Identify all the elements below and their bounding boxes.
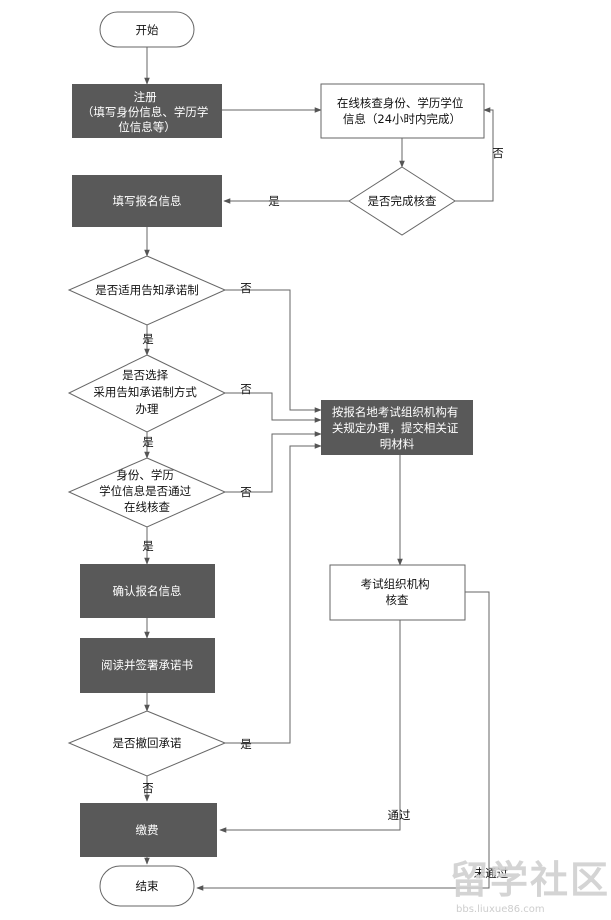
start-terminal bbox=[99, 11, 195, 48]
edge-label-applies-no: 否 bbox=[240, 281, 252, 295]
fill-info-label: 填写报名信息 bbox=[113, 194, 182, 208]
verify-passed-label: 身份、学历 学位信息是否通过 在线核查 bbox=[99, 468, 195, 514]
connectors bbox=[144, 47, 494, 891]
edge-label-choose-no: 否 bbox=[240, 382, 252, 396]
watermark: 留学社区 bbs.liuxue86.com bbox=[450, 858, 610, 915]
confirm-info-box bbox=[80, 564, 215, 618]
end-label: 结束 bbox=[136, 879, 159, 893]
org-review-box bbox=[329, 564, 466, 621]
handle-by-org-line-3: 明材料 bbox=[380, 437, 415, 451]
edge-withdraw-yes bbox=[225, 443, 322, 744]
applies-commitment-label: 是否适用告知承诺制 bbox=[95, 283, 199, 297]
handle-by-org-box bbox=[321, 400, 473, 455]
edge-label-passed-no: 否 bbox=[240, 485, 252, 499]
start-label: 开始 bbox=[136, 23, 159, 37]
edge-review-fail bbox=[196, 591, 490, 891]
verify-passed-line-2: 学位信息是否通过 bbox=[99, 484, 191, 498]
edge-label-review-pass: 通过 bbox=[388, 808, 411, 822]
register-line-3: 位信息等） bbox=[118, 120, 176, 134]
edge-passed-no bbox=[225, 431, 322, 493]
withdraw-label: 是否撤回承诺 bbox=[113, 736, 182, 750]
pay-box bbox=[80, 803, 217, 857]
verify-passed-line-3: 在线核查 bbox=[124, 500, 170, 514]
online-verify-box bbox=[320, 83, 485, 139]
online-verify-line-1: 在线核查身份、学历学位 bbox=[337, 96, 464, 110]
edge-choose-no bbox=[225, 392, 322, 423]
org-review-line-2: 核查 bbox=[386, 593, 409, 607]
edge-label-withdraw-yes: 是 bbox=[240, 737, 252, 751]
read-sign-box bbox=[80, 638, 215, 693]
edge-label-passed-yes: 是 bbox=[142, 539, 154, 553]
applies-commitment-decision bbox=[67, 255, 227, 326]
choose-commitment-line-2: 采用告知承诺制方式 bbox=[93, 385, 197, 399]
org-review-label: 考试组织机构 核查 bbox=[361, 577, 434, 607]
online-verify-label: 在线核查身份、学历学位 信息（24小时内完成） bbox=[337, 96, 467, 126]
verify-passed-line-1: 身份、学历 bbox=[116, 468, 174, 482]
register-line-2: （填写身份信息、学历学 bbox=[82, 105, 209, 119]
withdraw-decision bbox=[67, 710, 227, 777]
end-terminal bbox=[99, 865, 195, 907]
edge-label-choose-yes: 是 bbox=[142, 435, 154, 449]
org-review-line-1: 考试组织机构 bbox=[361, 577, 430, 591]
edge-done-no bbox=[455, 107, 494, 202]
choose-commitment-line-3: 办理 bbox=[136, 402, 159, 416]
online-verify-line-2: 信息（24小时内完成） bbox=[343, 112, 461, 126]
pay-label: 缴费 bbox=[136, 823, 159, 837]
handle-by-org-label: 按报名地考试组织机构有 关规定办理，提交相关证 明材料 bbox=[332, 405, 462, 451]
choose-commitment-decision bbox=[67, 354, 227, 433]
edge-label-verify-yes: 是 bbox=[268, 194, 280, 208]
register-line-1: 注册 bbox=[134, 90, 157, 104]
watermark-url: bbs.liuxue86.com bbox=[456, 904, 545, 915]
edge-label-review-fail: 未通过 bbox=[474, 866, 509, 880]
edge-applies-no bbox=[225, 289, 322, 413]
confirm-info-label: 确认报名信息 bbox=[113, 584, 182, 598]
register-label: 注册 （填写身份信息、学历学 位信息等） bbox=[82, 90, 212, 134]
choose-commitment-label: 是否选择 采用告知承诺制方式 办理 bbox=[93, 368, 200, 416]
choose-commitment-line-1: 是否选择 bbox=[122, 368, 168, 382]
handle-by-org-line-2: 关规定办理，提交相关证 bbox=[332, 421, 459, 435]
watermark-logo: 留学社区 bbox=[450, 858, 610, 902]
read-sign-label: 阅读并签署承诺书 bbox=[101, 658, 193, 672]
register-box bbox=[72, 84, 222, 138]
handle-by-org-line-1: 按报名地考试组织机构有 bbox=[332, 405, 459, 419]
edge-label-applies-yes: 是 bbox=[142, 332, 154, 346]
edge-label-withdraw-no: 否 bbox=[142, 781, 154, 795]
edge-label-verify-no: 否 bbox=[492, 146, 504, 160]
edge-review-pass bbox=[219, 620, 401, 833]
verify-passed-decision bbox=[67, 457, 227, 528]
verify-done-decision bbox=[348, 166, 456, 236]
fill-info-box bbox=[72, 175, 222, 227]
verify-done-label: 是否完成核查 bbox=[368, 194, 437, 208]
